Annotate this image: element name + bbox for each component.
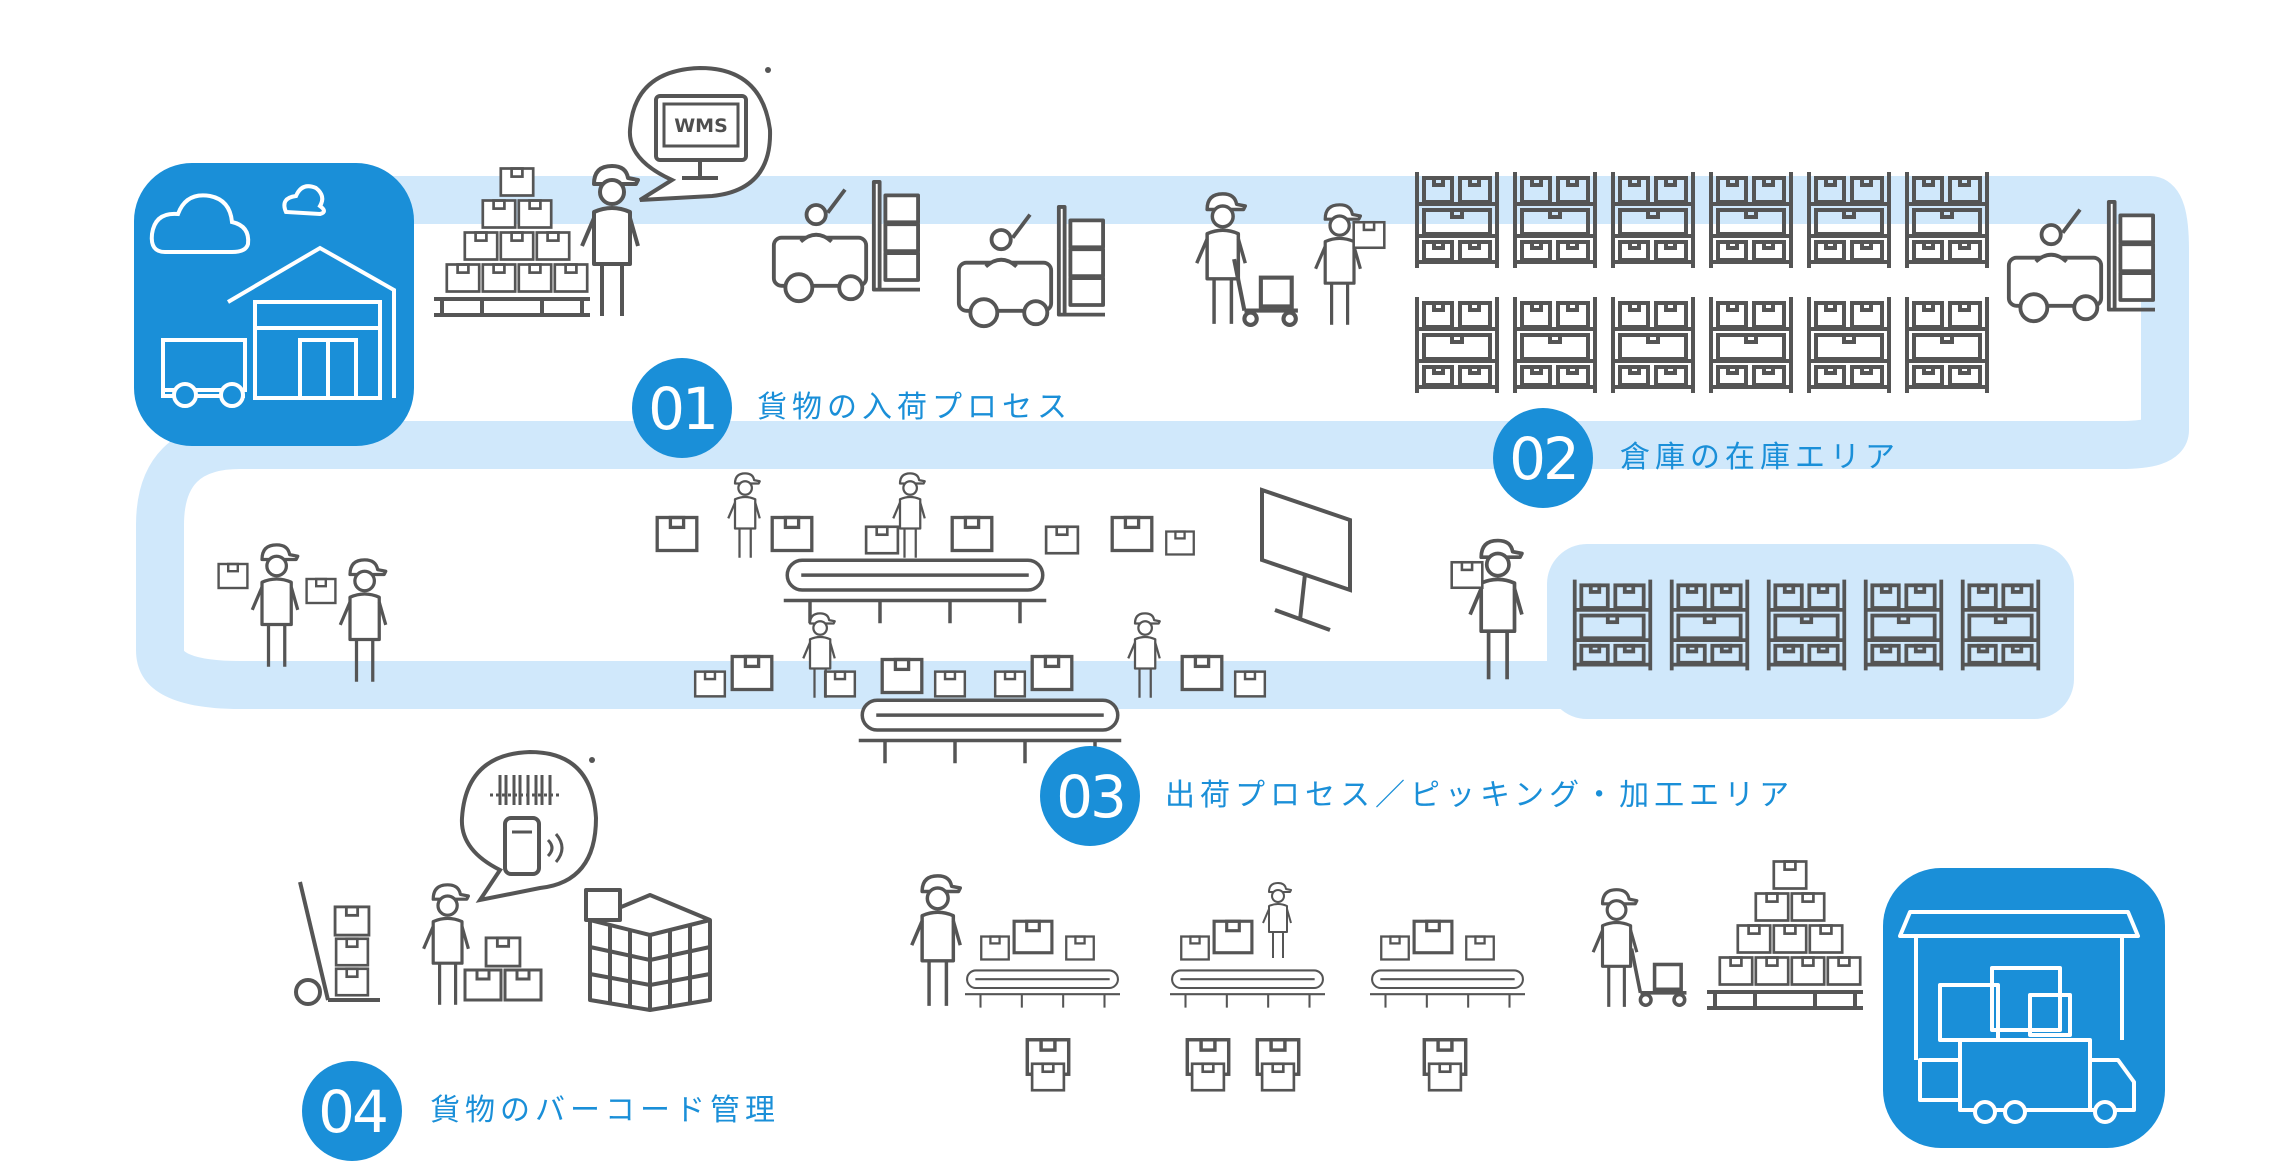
step-01: 01 貨物の入荷プロセス xyxy=(632,358,1072,458)
step-02-number: 02 xyxy=(1509,425,1577,493)
hand-cart-icon xyxy=(1234,259,1298,325)
box-icon xyxy=(1450,560,1484,590)
step-03-badge xyxy=(1040,746,1140,846)
box-icon xyxy=(1352,220,1386,250)
warehouse-with-truck-icon xyxy=(134,163,414,446)
worker-icon xyxy=(1591,888,1639,1009)
outbound-conveyor-1 xyxy=(965,919,1120,1092)
step-01-badge xyxy=(632,358,732,458)
step-01-number: 01 xyxy=(648,375,716,443)
hand-cart-icon xyxy=(1629,946,1689,1007)
step-04: 04 貨物のバーコード管理 xyxy=(302,1061,780,1161)
step-03: 03 出荷プロセス／ピッキング・加工エリア xyxy=(1040,746,1794,846)
box-icon xyxy=(305,577,337,605)
conveyor-line-upper xyxy=(655,471,1196,623)
step-03-label: 出荷プロセス／ピッキング・加工エリア xyxy=(1165,778,1794,813)
monitor-stand-icon xyxy=(1260,487,1352,632)
hand-truck-icon xyxy=(294,881,380,1006)
step-01-label: 貨物の入荷プロセス xyxy=(757,390,1072,425)
wms-label: WMS xyxy=(674,115,728,137)
step-02-label: 倉庫の在庫エリア xyxy=(1620,440,1900,475)
step-02: 02 倉庫の在庫エリア xyxy=(1493,408,1900,508)
worker-icon xyxy=(250,543,300,669)
outbound-conveyor-2 xyxy=(1170,881,1325,1092)
delivery-truck-icon xyxy=(1883,868,2165,1148)
outbound-conveyor-3 xyxy=(1370,919,1525,1092)
worker-icon xyxy=(421,883,471,1007)
box-icon xyxy=(217,562,249,590)
barcode-smartphone-bubble-icon xyxy=(459,749,599,903)
step-03-number: 03 xyxy=(1056,763,1124,831)
step-02-badge xyxy=(1493,408,1593,508)
inventory-zone xyxy=(1547,544,2074,719)
box-pallet-icon xyxy=(463,936,543,1002)
step-04-badge xyxy=(302,1061,402,1161)
step-04-label: 貨物のバーコード管理 xyxy=(430,1093,780,1128)
worker-icon xyxy=(910,874,962,1008)
flow-path xyxy=(136,176,2189,709)
wms-monitor-bubble-icon: WMS xyxy=(627,65,773,202)
step-04-number: 04 xyxy=(318,1078,386,1146)
box-stack-cube-icon xyxy=(584,888,712,1012)
forklift-icon xyxy=(956,205,1107,329)
outbound-pallet-stack xyxy=(1705,860,1865,1010)
